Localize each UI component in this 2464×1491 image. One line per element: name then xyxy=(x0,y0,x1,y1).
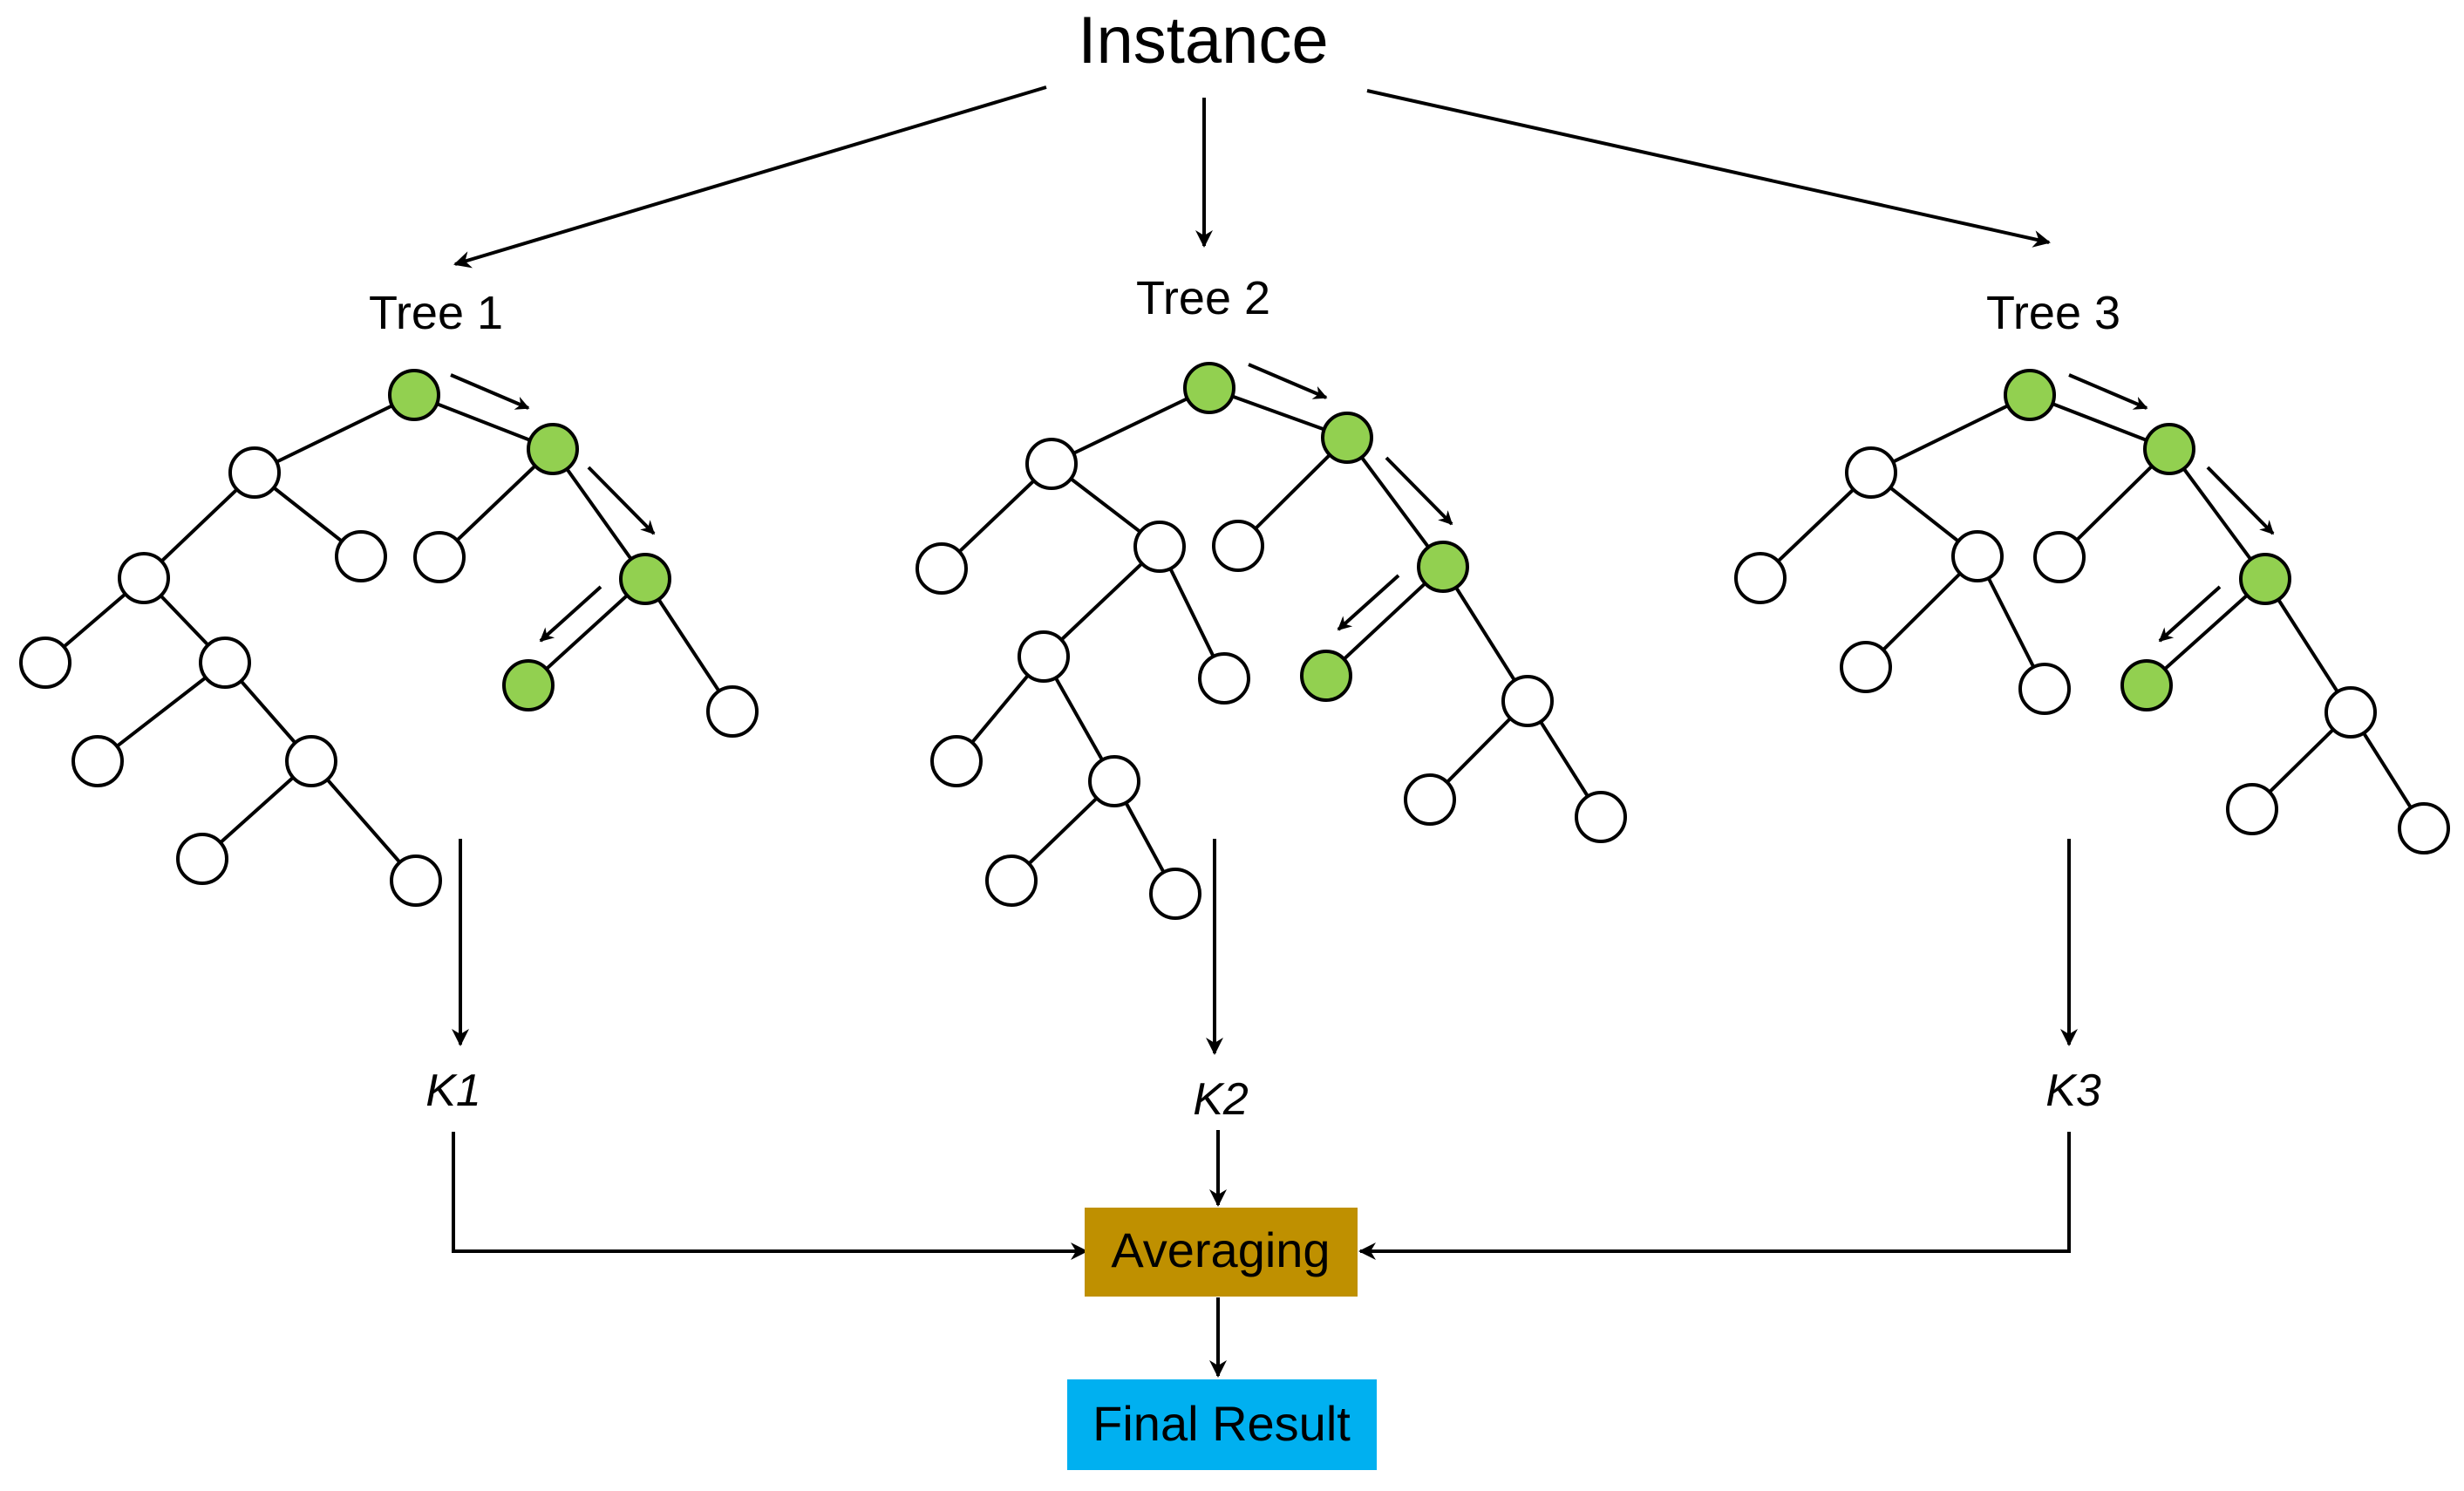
tree-1-node xyxy=(199,637,251,689)
tree-2-node xyxy=(1321,412,1373,464)
tree-2-node xyxy=(1018,630,1070,683)
tree-1-node xyxy=(228,446,281,499)
tree-3-node xyxy=(1951,530,2004,582)
tree-3-node xyxy=(2120,659,2173,711)
tree-3-node xyxy=(2226,783,2278,835)
tree-output-arrows xyxy=(452,839,2078,1055)
arrow-to-tree-1 xyxy=(453,85,1047,269)
tree-3-node xyxy=(2398,802,2450,854)
final-result-box-fill xyxy=(1067,1379,1377,1470)
tree-1-node xyxy=(176,833,228,885)
tree-1-node xyxy=(388,369,440,421)
k1-label: K1 xyxy=(425,1065,481,1116)
tree-2-node xyxy=(1149,868,1201,920)
tree-1-node xyxy=(335,530,387,582)
instance-title: Instance xyxy=(1078,3,1328,78)
tree-2-label: Tree 2 xyxy=(1136,272,1270,324)
tree-2-node xyxy=(1501,675,1554,727)
tree-3-node xyxy=(2004,369,2056,421)
tree-3-nodes xyxy=(1734,369,2450,854)
tree-2-node xyxy=(1300,650,1352,702)
tree-3-node xyxy=(2143,423,2195,475)
tree-3-node xyxy=(1734,552,1787,604)
tree-2-node xyxy=(985,854,1038,907)
tree-2-node xyxy=(930,735,983,787)
tree-2-node xyxy=(1088,755,1140,807)
tree-2-node xyxy=(1198,652,1250,705)
averaging-inputs xyxy=(452,1130,2071,1378)
tree-1-node xyxy=(413,531,466,583)
tree-2-node xyxy=(1183,362,1235,414)
tree-2-node xyxy=(1404,773,1456,826)
tree-2-node xyxy=(1417,541,1469,593)
tree-1-node xyxy=(706,685,759,738)
tree-3-node xyxy=(2324,686,2377,739)
tree-1-node xyxy=(527,423,579,475)
tree-3-node xyxy=(2033,531,2086,583)
tree-1-node xyxy=(502,659,555,711)
tree-2-node xyxy=(1575,791,1627,843)
tree-3-node xyxy=(1840,641,1892,693)
tree-3-node xyxy=(1845,446,1897,499)
final-result-label: Final Result xyxy=(1092,1396,1351,1451)
tree-3-node xyxy=(2239,553,2291,605)
tree-1-nodes xyxy=(19,369,759,907)
tree-2-node xyxy=(915,542,968,595)
instance-arrows xyxy=(453,85,2051,269)
tree-1-node xyxy=(619,553,671,605)
tree-2-node xyxy=(1025,438,1078,490)
k2-label: K2 xyxy=(1193,1074,1249,1125)
tree-2-nodes xyxy=(915,362,1627,920)
tree-3-node xyxy=(2018,663,2071,715)
tree-1-node xyxy=(390,854,442,907)
tree-1-path-arrows xyxy=(450,373,656,643)
tree-1 xyxy=(19,369,759,907)
tree-1-node xyxy=(285,735,337,787)
arrow-to-tree-3 xyxy=(1366,89,2051,248)
tree-1-edges xyxy=(44,393,734,882)
k3-label: K3 xyxy=(2045,1065,2101,1116)
tree-3-label: Tree 3 xyxy=(1986,287,2120,339)
tree-1-node xyxy=(19,637,71,689)
tree-2-node xyxy=(1133,521,1186,573)
tree-1-node xyxy=(71,735,124,787)
tree-1-node xyxy=(118,552,170,604)
final-result-box: Final Result xyxy=(1067,1379,1377,1470)
tree-3-path-arrows xyxy=(2068,373,2275,643)
tree-1-label: Tree 1 xyxy=(369,287,503,339)
averaging-box: Averaging xyxy=(1085,1208,1358,1297)
tree-3 xyxy=(1734,369,2450,854)
tree-2-node xyxy=(1212,520,1264,572)
tree-2-path-arrows xyxy=(1248,363,1453,631)
averaging-box-fill xyxy=(1085,1208,1358,1297)
averaging-label: Averaging xyxy=(1111,1222,1330,1277)
arrow-k1-to-averaging xyxy=(452,1132,1088,1260)
arrow-k3-to-averaging xyxy=(1358,1132,2071,1260)
tree-2 xyxy=(915,362,1627,920)
